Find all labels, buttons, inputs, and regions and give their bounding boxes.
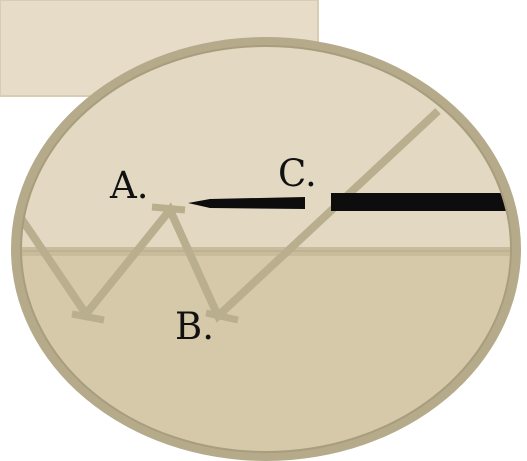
label-a: A.: [109, 164, 148, 207]
tick-a: [151, 203, 186, 214]
tick-bottom-left: [71, 310, 105, 324]
tick-b: [205, 309, 239, 324]
lower-region: [21, 251, 511, 452]
needle-left: [188, 197, 305, 209]
needle-right: [331, 193, 511, 211]
label-b: B.: [175, 305, 214, 348]
lens-inner-edge: [20, 45, 512, 453]
label-c: C.: [278, 152, 317, 195]
